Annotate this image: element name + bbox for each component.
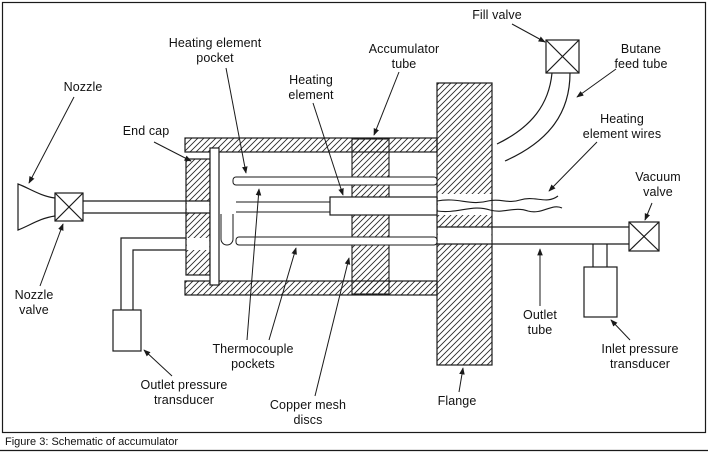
nozzle-tube — [83, 200, 210, 214]
nozzle-valve-symbol — [54, 192, 84, 222]
end-cap-plate — [209, 147, 220, 286]
nozzle-symbol — [17, 183, 56, 231]
accumulator-tube-symbol — [184, 137, 438, 296]
label-accumulator-tube: Accumulator tube — [368, 42, 440, 71]
arrow-thermocouple-pocket-1 — [246, 188, 262, 341]
arrow-accumulator-tube — [373, 71, 400, 136]
vacuum-valve-symbol — [628, 221, 660, 252]
arrow-end-cap — [153, 141, 192, 162]
label-outlet-tube: Outlet tube — [523, 308, 557, 337]
flange-channels — [186, 194, 492, 250]
arrow-heating-element-pocket — [225, 67, 248, 174]
arrow-fill-valve — [511, 23, 546, 43]
label-copper-mesh-discs: Copper mesh discs — [269, 398, 347, 427]
label-heating-element-wires: Heating element wires — [582, 112, 662, 141]
heating-element-pocket-symbol — [236, 201, 330, 213]
label-butane-feed-tube: Butane feed tube — [614, 42, 668, 71]
inlet-pressure-transducer-symbol — [583, 266, 618, 318]
outlet-pressure-transducer-symbol — [112, 309, 142, 352]
thermocouple-pockets-symbol — [220, 176, 438, 246]
label-heating-element: Heating element — [288, 73, 334, 102]
label-heating-element-pocket: Heating element pocket — [168, 36, 262, 65]
heating-element-symbol — [329, 196, 438, 216]
heating-element-wires-symbol — [436, 195, 563, 213]
label-nozzle-valve: Nozzle valve — [14, 288, 54, 317]
arrow-nozzle — [28, 96, 75, 184]
label-outlet-pressure-transducer: Outlet pressure transducer — [140, 378, 228, 407]
label-inlet-pressure-transducer: Inlet pressure transducer — [601, 342, 679, 371]
arrow-vacuum-valve — [644, 202, 653, 221]
flange-symbol — [436, 82, 493, 366]
arrow-inlet-pressure-transducer — [610, 319, 631, 341]
label-end-cap: End cap — [122, 124, 170, 138]
label-arrows — [28, 23, 653, 397]
arrow-copper-mesh-discs — [314, 257, 351, 397]
arrow-thermocouple-pocket-2 — [268, 247, 297, 341]
butane-feed-tube-symbol — [496, 72, 571, 162]
arrow-nozzle-valve — [39, 223, 64, 287]
arrow-flange — [458, 367, 465, 393]
figure-caption: Figure 3: Schematic of accumulator — [5, 436, 179, 448]
arrow-outlet-pressure-transducer — [143, 349, 173, 377]
label-vacuum-valve: Vacuum valve — [635, 170, 681, 199]
arrow-butane-feed-tube — [576, 68, 617, 98]
label-nozzle: Nozzle — [63, 80, 103, 94]
outlet-tube-symbol — [437, 226, 629, 267]
fill-valve-symbol — [545, 39, 580, 74]
arrow-heating-element-wires — [548, 141, 598, 192]
outlet-pressure-transducer-tube — [120, 237, 186, 310]
copper-mesh-discs-symbol — [351, 138, 390, 295]
label-fill-valve: Fill valve — [472, 8, 522, 22]
end-cap-symbol — [185, 158, 211, 276]
label-thermocouple-pockets: Thermocouple pockets — [212, 342, 294, 371]
arrow-heating-element — [312, 102, 344, 196]
label-flange: Flange — [437, 394, 477, 408]
